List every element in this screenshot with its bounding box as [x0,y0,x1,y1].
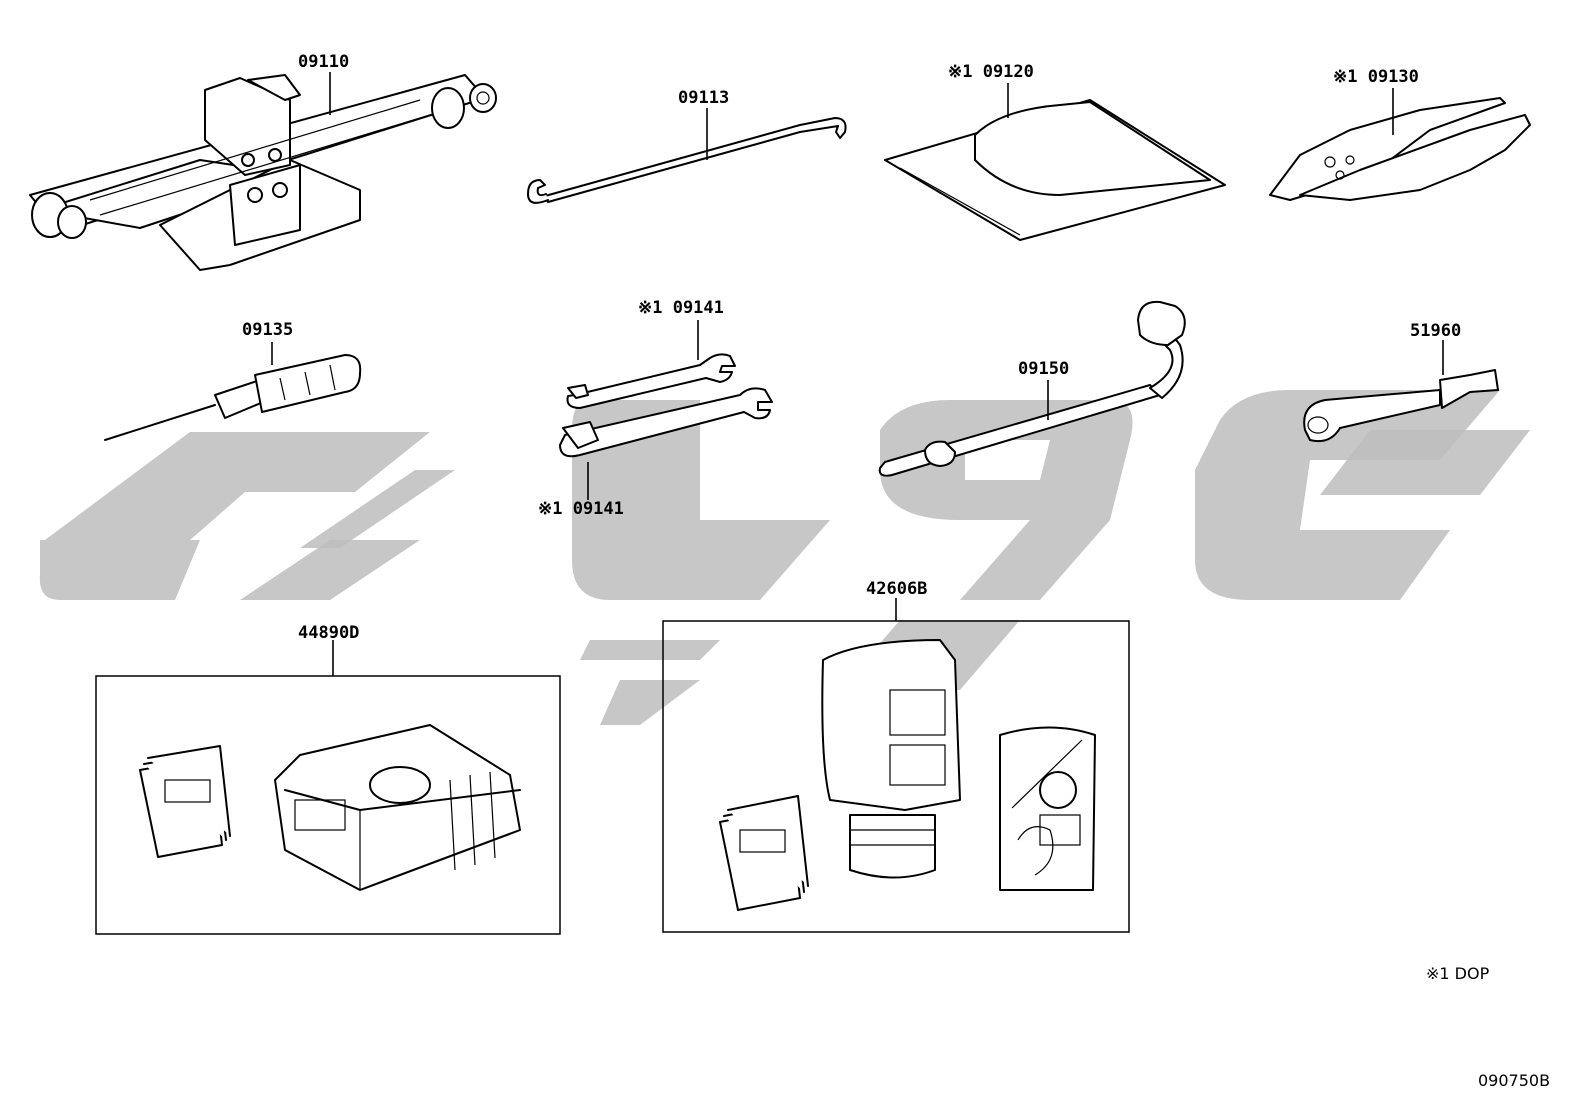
label-09120: ※1 09120 [948,62,1034,82]
label-09150: 09150 [1018,359,1069,379]
label-44890D: 44890D [298,623,359,643]
pliers-illustration [1269,88,1531,201]
label-09135: 09135 [242,320,293,340]
scissor-jack-illustration [29,72,497,271]
label-09130: ※1 09130 [1333,67,1419,87]
label-51960: 51960 [1410,321,1461,341]
label-09141-lower: ※1 09141 [538,499,624,519]
label-09113: 09113 [678,88,729,108]
label-09141-upper: ※1 09141 [638,298,724,318]
jack-handle-illustration [527,108,847,204]
label-09110: 09110 [298,52,349,72]
tool-bag-illustration [884,83,1226,241]
screwdriver-illustration [104,342,362,441]
spare-tire-hook-illustration [1303,340,1499,443]
footnote-dop: ※1 DOP [1426,964,1490,983]
repair-kit-box-right [662,598,1130,933]
diagram-code: 090750B [1478,1071,1550,1090]
repair-kit-box-left [95,640,561,935]
label-42606B: 42606B [866,579,927,599]
watermark-logo [39,390,1530,725]
wheel-wrench-illustration [878,300,1186,477]
wrench-pair-illustration [559,320,773,500]
